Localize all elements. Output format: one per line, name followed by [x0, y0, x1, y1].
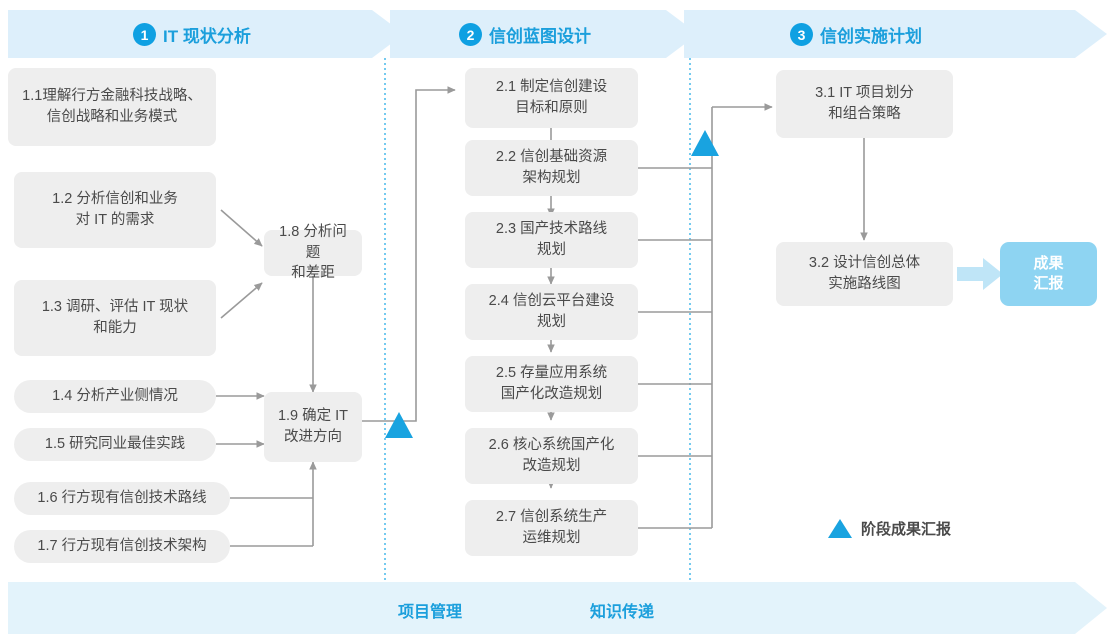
task-label-1-7: 1.7 行方现有信创技术架构 [37, 538, 207, 555]
task-label-1-1: 1.1理解行方金融科技战略、 信创战略和业务模式 [22, 88, 202, 125]
task-label-1-4: 1.4 分析产业侧情况 [52, 388, 178, 405]
task-label-1-3: 1.3 调研、评估 IT 现状 和能力 [41, 299, 189, 336]
task-box-2-3[interactable]: 2.3 国产技术路线 规划 [465, 212, 638, 268]
task-label-1-2: 1.2 分析信创和业务 对 IT 的需求 [52, 191, 178, 228]
task-label-2-5: 2.5 存量应用系统 国产化改造规划 [495, 365, 608, 402]
task-label-3-1: 3.1 IT 项目划分 和组合策略 [815, 85, 914, 122]
phase-title-3: 信创实施计划 [820, 27, 922, 46]
task-box-2-6[interactable]: 2.6 核心系统国产化 改造规划 [465, 428, 638, 484]
task-box-2-1[interactable]: 2.1 制定信创建设 目标和原则 [465, 68, 638, 128]
task-box-1-2[interactable]: 1.2 分析信创和业务 对 IT 的需求 [14, 172, 216, 248]
edge-1-2-to-1-8 [220, 209, 263, 247]
task-label-1-5: 1.5 研究同业最佳实践 [44, 436, 186, 453]
task-label-2-1: 2.1 制定信创建设 目标和原则 [495, 79, 608, 116]
task-label-2-4: 2.4 信创云平台建设 规划 [488, 293, 615, 330]
task-box-1-4[interactable]: 1.4 分析产业侧情况 [14, 380, 216, 413]
task-box-1-9[interactable]: 1.9 确定 IT 改进方向 [264, 392, 362, 462]
milestone-triangle-phase1 [385, 412, 413, 438]
milestone-triangle-phase2 [691, 130, 719, 156]
task-label-2-2: 2.2 信创基础资源 架构规划 [495, 149, 608, 186]
task-box-1-6[interactable]: 1.6 行方现有信创技术路线 [14, 482, 230, 515]
task-label-2-3: 2.3 国产技术路线 规划 [495, 221, 608, 258]
task-label-1-9: 1.9 确定 IT 改进方向 [277, 408, 349, 445]
task-label-2-6: 2.6 核心系统国产化 改造规划 [488, 437, 615, 474]
edge-1-3-to-1-8 [220, 282, 263, 319]
outcome-report-box[interactable]: 成果 汇报 [1000, 242, 1097, 306]
task-box-2-2[interactable]: 2.2 信创基础资源 架构规划 [465, 140, 638, 196]
task-box-1-5[interactable]: 1.5 研究同业最佳实践 [14, 428, 216, 461]
task-box-3-1[interactable]: 3.1 IT 项目划分 和组合策略 [776, 70, 953, 138]
task-label-1-6: 1.6 行方现有信创技术路线 [37, 490, 207, 507]
task-box-2-7[interactable]: 2.7 信创系统生产 运维规划 [465, 500, 638, 556]
footer-banner-shape [8, 582, 1107, 634]
outcome-arrow-icon [957, 258, 1003, 290]
task-box-2-4[interactable]: 2.4 信创云平台建设 规划 [465, 284, 638, 340]
edge-1-9-to-2-1 [362, 86, 456, 422]
task-label-3-2: 3.2 设计信创总体 实施路线图 [808, 255, 921, 292]
phase-header-2: 2 信创蓝图设计 [459, 22, 591, 47]
phase-header-3: 3 信创实施计划 [790, 22, 922, 47]
task-box-1-1[interactable]: 1.1理解行方金融科技战略、 信创战略和业务模式 [8, 68, 216, 146]
phase-number-2: 2 [459, 23, 482, 46]
phase-header-1: 1 IT 现状分析 [133, 22, 251, 47]
task-box-1-8[interactable]: 1.8 分析问题 和差距 [264, 224, 362, 281]
task-box-2-5[interactable]: 2.5 存量应用系统 国产化改造规划 [465, 356, 638, 412]
legend-milestone: 阶段成果汇报 [828, 518, 951, 539]
milestone-triangle-icon [828, 519, 852, 538]
phase-number-1: 1 [133, 23, 156, 46]
phase-number-3: 3 [790, 23, 813, 46]
phase-title-2: 信创蓝图设计 [489, 27, 591, 46]
outcome-report-label: 成果 汇报 [1033, 254, 1064, 292]
task-box-1-7[interactable]: 1.7 行方现有信创技术架构 [14, 530, 230, 563]
task-label-2-7: 2.7 信创系统生产 运维规划 [495, 509, 608, 546]
footer-label-project-management: 项目管理 [398, 604, 463, 621]
task-box-1-3[interactable]: 1.3 调研、评估 IT 现状 和能力 [14, 280, 216, 356]
legend-milestone-label: 阶段成果汇报 [861, 521, 952, 538]
task-label-1-8: 1.8 分析问题 和差距 [279, 224, 347, 282]
task-box-3-2[interactable]: 3.2 设计信创总体 实施路线图 [776, 242, 953, 306]
phase-title-1: IT 现状分析 [163, 27, 251, 46]
footer-label-knowledge-transfer: 知识传递 [590, 604, 655, 621]
